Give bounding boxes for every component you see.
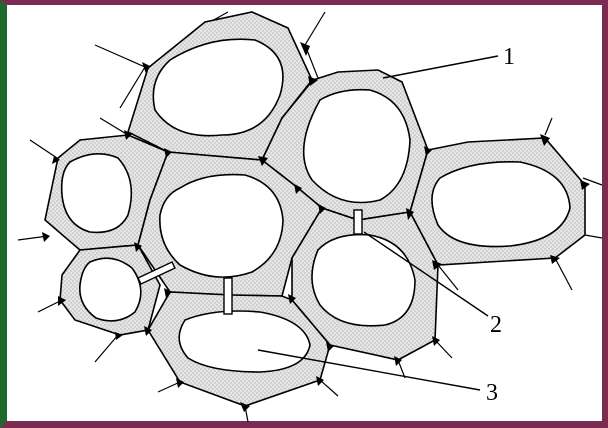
label-3: 3 [486,380,498,406]
leader-line-1 [383,56,498,78]
label-1: 1 [503,44,515,70]
label-2: 2 [490,312,502,338]
